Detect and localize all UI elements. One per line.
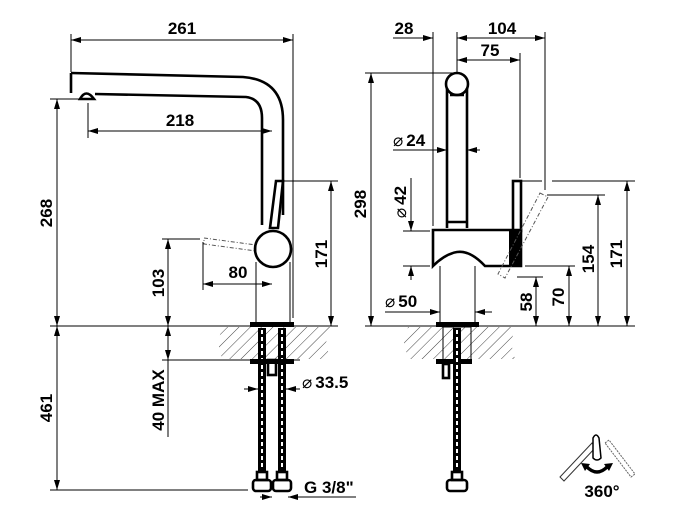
side-view: 261 218 268 171 103 80 461 40 MAX ⌀33.5 … bbox=[37, 19, 356, 500]
fixing-nut bbox=[250, 359, 294, 364]
dim-label-58: 58 bbox=[517, 293, 536, 312]
lever-tilted-position bbox=[497, 192, 549, 279]
lever bbox=[511, 179, 523, 233]
dim-label-154: 154 bbox=[579, 244, 598, 273]
dim-label-80: 80 bbox=[229, 263, 248, 282]
dim-label-connection: G 3/8" bbox=[304, 478, 354, 497]
dim-label-50: ⌀50 bbox=[385, 292, 417, 311]
rotation-label: 360° bbox=[584, 482, 619, 501]
aerator bbox=[77, 92, 97, 101]
dim-label-70: 70 bbox=[549, 288, 568, 307]
spout-outer bbox=[70, 71, 285, 215]
spout-tube bbox=[445, 88, 469, 228]
rotate-arrow-icon bbox=[584, 464, 610, 474]
dim-label-42: ⌀42 bbox=[391, 186, 410, 218]
rotation-360-icon: 360° bbox=[559, 434, 636, 501]
cartridge-body bbox=[253, 229, 293, 269]
dim-label-171-front: 171 bbox=[607, 240, 626, 268]
hose-nut bbox=[445, 478, 469, 493]
front-view: 28 104 75 298 ⌀24 ⌀42 ⌀50 58 70 154 171 bbox=[351, 19, 635, 493]
dim-label-298: 298 bbox=[351, 190, 370, 218]
dim-label-103: 103 bbox=[149, 269, 168, 297]
counter-section bbox=[218, 327, 330, 359]
threaded-shank bbox=[266, 358, 278, 377]
dim-label-75: 75 bbox=[481, 41, 500, 60]
dim-label-268: 268 bbox=[37, 199, 56, 227]
dim-label-104: 104 bbox=[488, 19, 517, 38]
dim-label-28: 28 bbox=[395, 19, 414, 38]
spout-head bbox=[444, 71, 470, 97]
dim-label-461: 461 bbox=[37, 394, 56, 422]
lever-open-position bbox=[203, 237, 257, 252]
dim-label-40max: 40 MAX bbox=[149, 369, 168, 431]
dim-label-33-5: ⌀33.5 bbox=[302, 373, 348, 392]
lever bbox=[268, 179, 285, 230]
body-stem bbox=[439, 266, 476, 322]
base-plate bbox=[436, 322, 479, 327]
mixer-body bbox=[431, 228, 523, 270]
lever-hub bbox=[509, 230, 521, 266]
dim-label-261: 261 bbox=[168, 19, 196, 38]
lever-icon bbox=[592, 434, 602, 461]
hose-nut bbox=[251, 478, 273, 493]
body-stem bbox=[255, 262, 291, 322]
dim-label-171-side: 171 bbox=[312, 240, 331, 268]
base-plate bbox=[250, 322, 294, 327]
spout-inner bbox=[69, 73, 264, 225]
hose-nut bbox=[271, 478, 293, 493]
dim-label-218: 218 bbox=[166, 111, 194, 130]
dim-label-24: ⌀24 bbox=[393, 131, 426, 150]
